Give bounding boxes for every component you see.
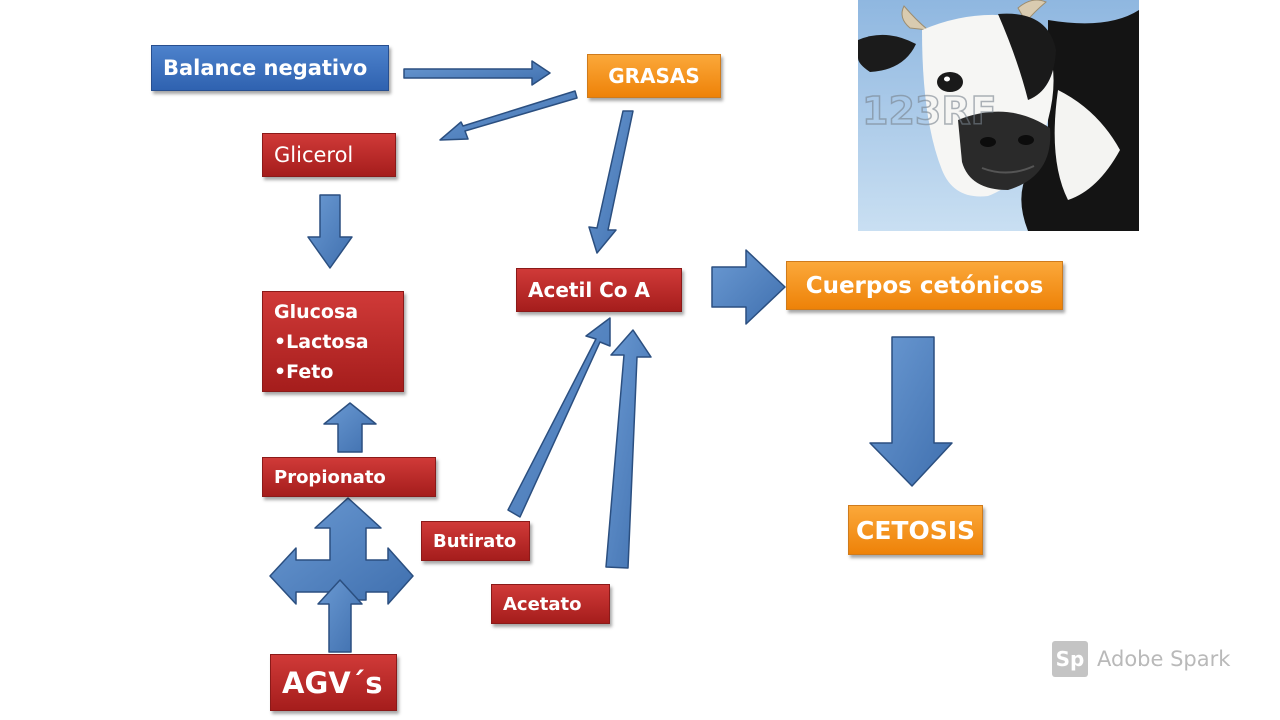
- node-agvs: AGV´s: [270, 654, 397, 711]
- photo-watermark: 123RF: [862, 89, 997, 133]
- node-acetil-coa: Acetil Co A: [516, 268, 682, 312]
- node-grasas: GRASAS: [587, 54, 721, 98]
- adobe-spark-logo-icon: Sp: [1052, 641, 1088, 677]
- adobe-spark-watermark: Adobe Spark: [1097, 647, 1231, 671]
- feto-label: •Feto: [274, 360, 334, 383]
- node-cuerpos-cetonicos: Cuerpos cetónicos: [786, 261, 1063, 310]
- node-glucosa: Glucosa •Lactosa •Feto: [262, 291, 404, 392]
- node-balance-negativo: Balance negativo: [151, 45, 389, 91]
- arrow-acetato-to-acetil: [605, 329, 652, 569]
- node-cetosis: CETOSIS: [848, 505, 983, 555]
- lactosa-label: •Lactosa: [274, 330, 369, 353]
- arrow-agv-up: [317, 579, 363, 653]
- cow-photo: 123RF: [858, 0, 1139, 231]
- arrow-cuerpos-to-cetosis: [869, 336, 953, 487]
- arrow-butirato-to-acetil: [507, 317, 611, 518]
- glucosa-label: Glucosa: [274, 300, 359, 323]
- node-propionato: Propionato: [262, 457, 436, 497]
- arrow-acetil-to-cuerpos: [711, 249, 786, 325]
- node-butirato: Butirato: [421, 521, 530, 561]
- arrow-glicerol-to-glucosa: [307, 194, 353, 269]
- arrow-balance-to-grasas: [403, 60, 551, 86]
- cow-illustration: 123RF: [858, 0, 1139, 231]
- node-glicerol: Glicerol: [262, 133, 396, 177]
- node-acetato: Acetato: [491, 584, 610, 624]
- arrow-grasas-to-glicerol: [439, 90, 578, 141]
- arrow-grasas-to-acetil: [588, 110, 634, 254]
- arrow-propionato-to-glucosa: [323, 402, 377, 453]
- cross-arrow-agv: [269, 497, 414, 605]
